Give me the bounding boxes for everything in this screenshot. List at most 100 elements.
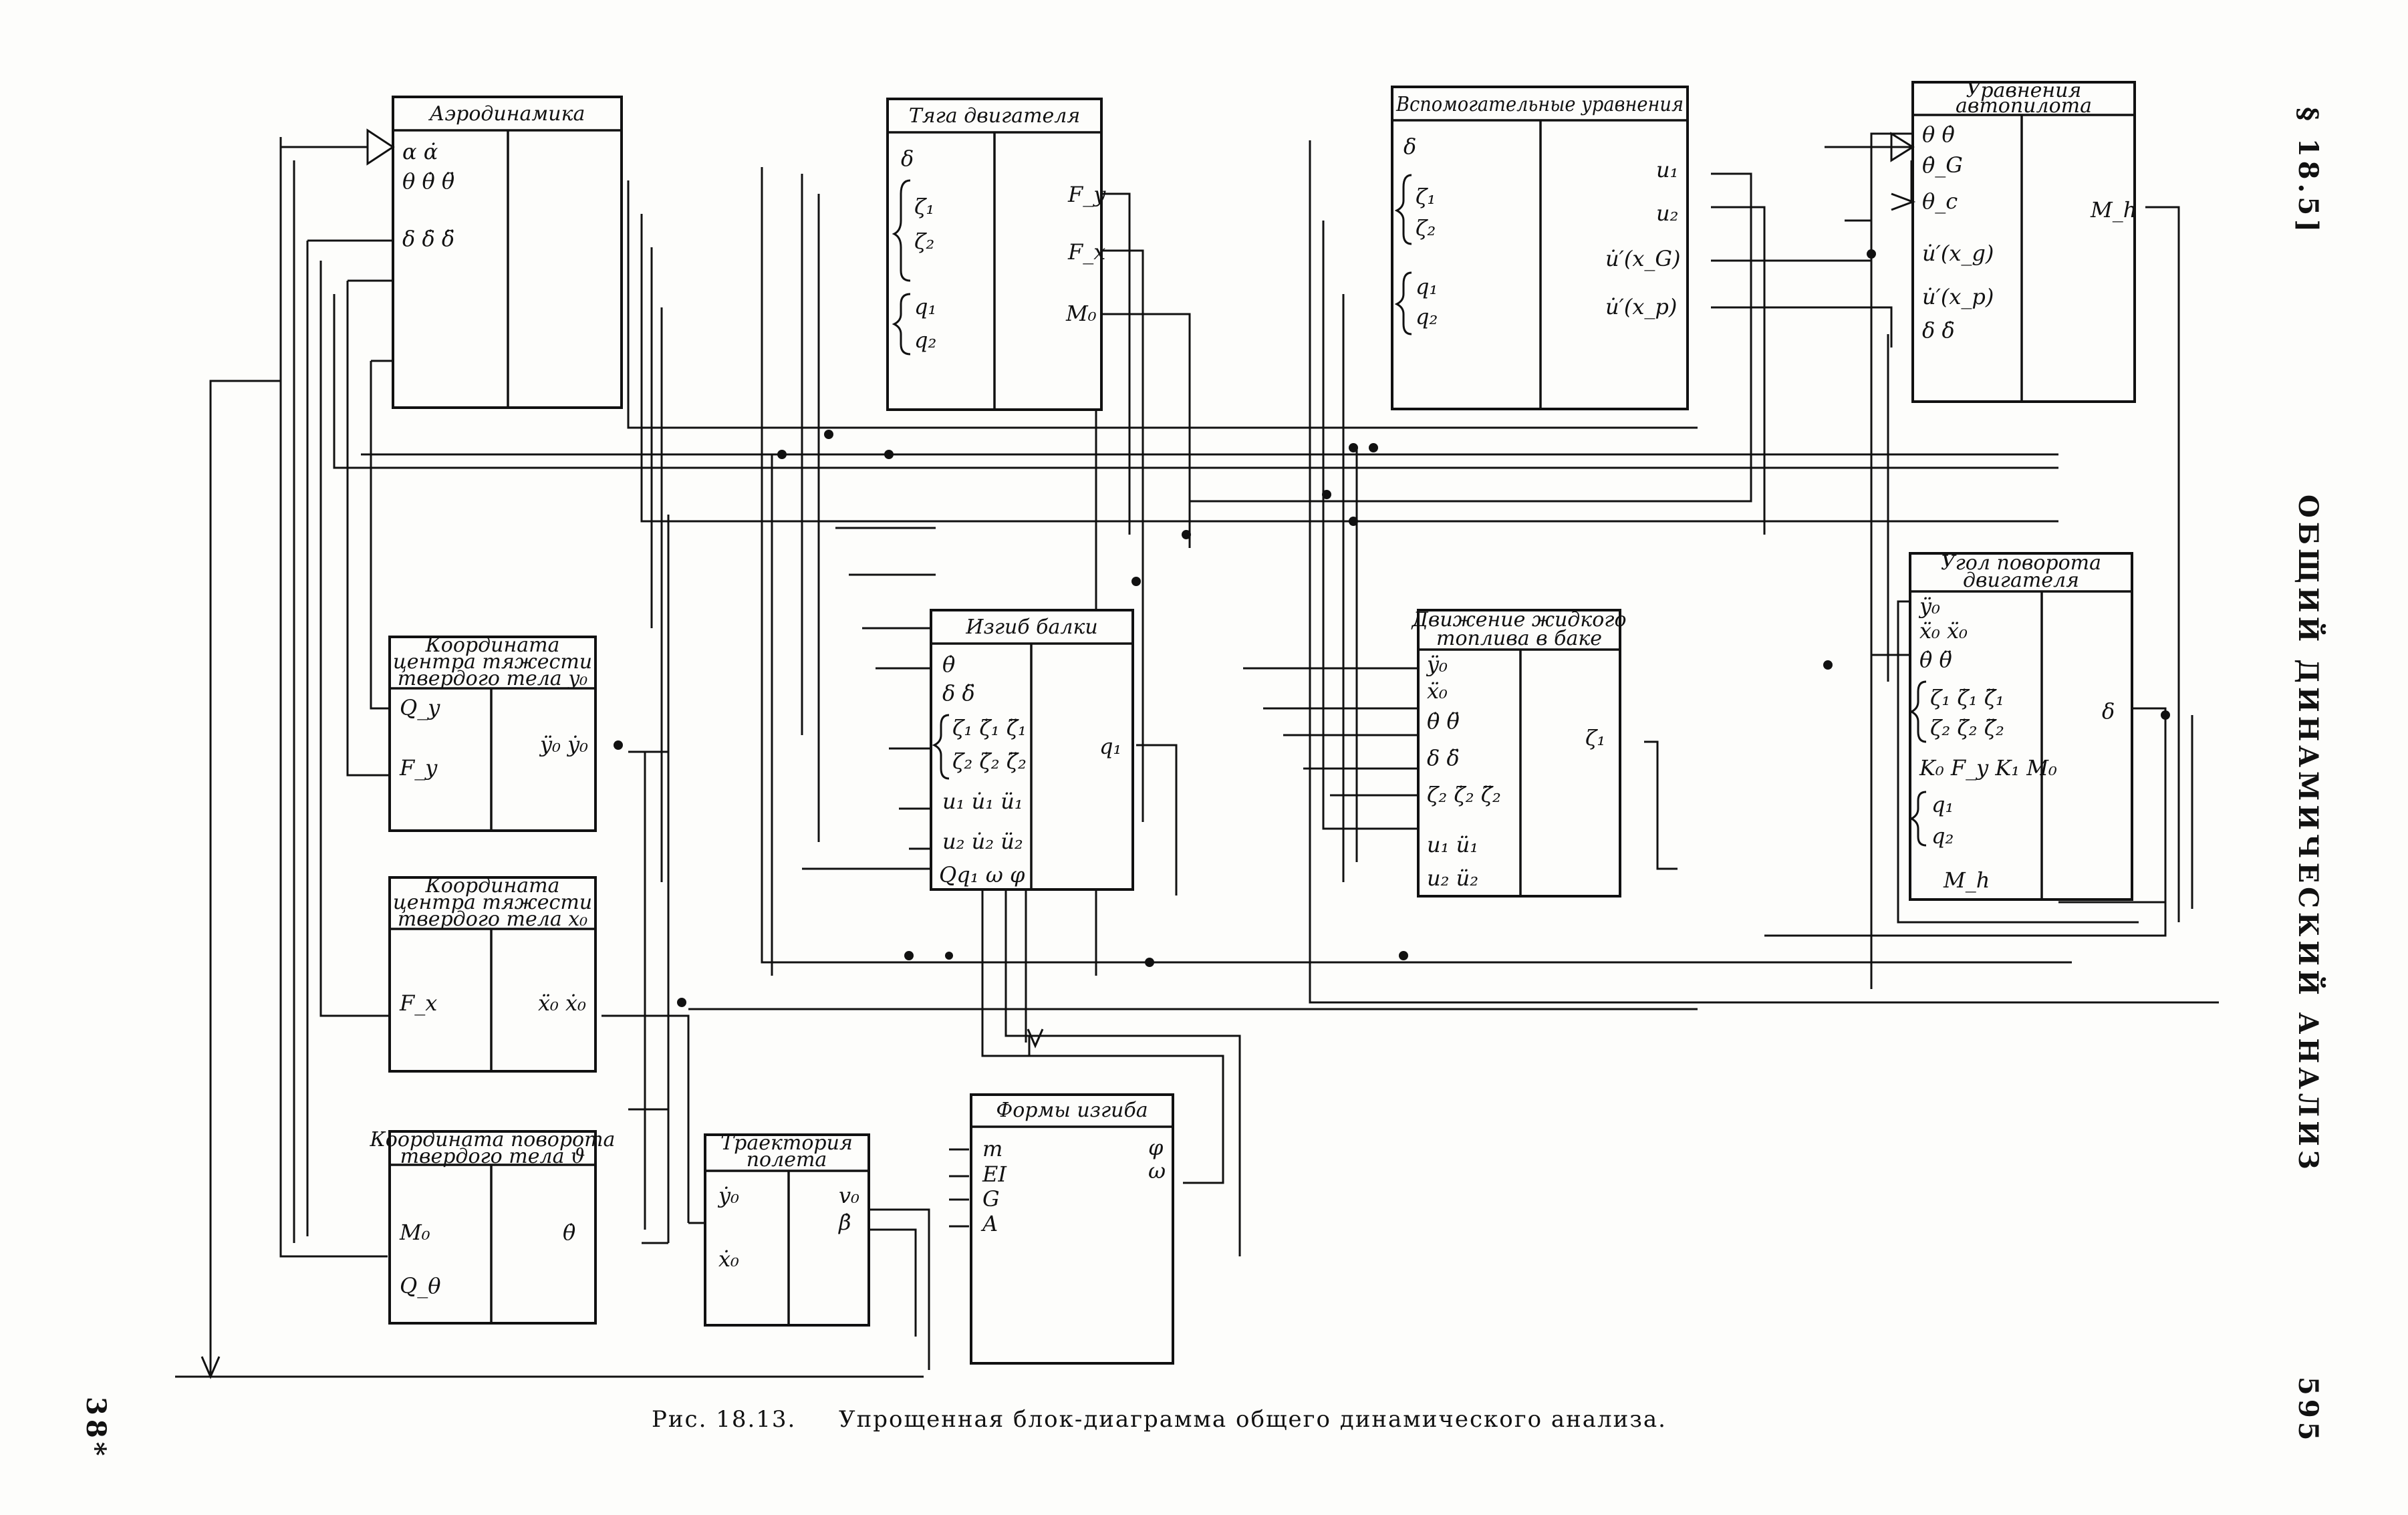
svg-text:ζ₂ ζ̇₂ ζ̈₂: ζ₂ ζ̇₂ ζ̈₂: [1930, 715, 2004, 740]
svg-text:F_x: F_x: [1067, 239, 1105, 265]
block-title: твердого тела ϑ: [400, 1145, 585, 1168]
block-title: Вспомогательные уравнения: [1395, 93, 1684, 116]
svg-text:θ θ̇: θ θ̇: [1922, 122, 1955, 147]
svg-text:ω: ω: [1148, 1158, 1166, 1184]
svg-text:q₂: q₂: [914, 327, 936, 353]
svg-text:F_y: F_y: [1067, 182, 1106, 207]
svg-text:θ̇_G: θ̇_G: [1922, 152, 1963, 178]
block-engine-thrust: Тяга двигателя δ ζ₁ ζ₂ q₁ q₂ F_y F_x M₀: [886, 98, 1106, 411]
section-number: § 18.5]: [2292, 107, 2324, 236]
svg-text:u₂ u̇₂ ü₂: u₂ u̇₂ ü₂: [942, 829, 1023, 854]
block-title: центра тяжести: [393, 650, 592, 674]
block-title: полета: [747, 1148, 827, 1172]
block-title: двигателя: [1963, 569, 2079, 592]
svg-text:ζ₂: ζ₂: [914, 229, 934, 254]
svg-text:u₁ u̇₁ ü₁: u₁ u̇₁ ü₁: [942, 789, 1023, 814]
block-trajectory: Траектория полета ẏ₀ ẋ₀ v₀ β̇: [704, 1131, 870, 1327]
svg-text:u₂ ü₂: u₂ ü₂: [1427, 865, 1478, 891]
svg-text:ẍ₀ ẍ₀: ẍ₀ ẍ₀: [1919, 618, 1968, 644]
svg-text:β̇: β̇: [838, 1210, 851, 1235]
svg-text:ÿ₀ ẏ₀: ÿ₀ ẏ₀: [539, 732, 588, 757]
block-autopilot-equations: Уравнения автопилота θ θ̇ θ̇_G θ_c u̇′(x…: [1890, 79, 2137, 403]
svg-text:F_y: F_y: [399, 755, 438, 781]
block-title: Изгиб балки: [965, 615, 1097, 639]
svg-text:q₁: q₁: [1099, 734, 1121, 759]
svg-text:q₂: q₂: [1416, 304, 1438, 329]
block-title: твердого тела y₀: [398, 667, 587, 690]
svg-text:q₁: q₁: [1931, 792, 1954, 817]
block-title: Тяга двигателя: [909, 104, 1080, 128]
svg-text:ζ₁: ζ₁: [1585, 725, 1605, 750]
svg-text:ÿ₀: ÿ₀: [1426, 652, 1448, 677]
svg-text:A: A: [980, 1211, 998, 1236]
svg-text:ζ₁ ζ̇₁ ζ̈₁: ζ₁ ζ̇₁ ζ̈₁: [1930, 685, 2004, 710]
svg-text:u₁ ü₁: u₁ ü₁: [1427, 832, 1478, 857]
block-title: Координата: [425, 874, 560, 898]
connection-lines: [175, 132, 2219, 1379]
block-cg-x: Координата центра тяжести твердого тела …: [388, 874, 597, 1073]
svg-text:δ δ̇: δ δ̇: [1922, 317, 1955, 343]
svg-text:δ δ̈: δ δ̈: [1427, 745, 1460, 771]
svg-text:θ̇ θ̈: θ̇ θ̈: [1427, 708, 1460, 734]
svg-text:ζ₂ ζ̇₂ ζ̈₂: ζ₂ ζ̇₂ ζ̈₂: [952, 748, 1027, 774]
running-title: ОБЩИЙ ДИНАМИЧЕСКИЙ АНАЛИЗ: [2292, 495, 2326, 1174]
block-title: Уравнения: [1966, 79, 2082, 102]
svg-text:M_h: M_h: [2090, 197, 2137, 223]
svg-text:u₂: u₂: [1656, 200, 1678, 226]
block-title: автопилота: [1956, 94, 2092, 118]
svg-text:F_x: F_x: [399, 990, 437, 1016]
block-title: Координата: [425, 634, 560, 657]
block-beam-bending: Изгиб балки θ̇ δ δ̈ ζ₁ ζ̇₁ ζ̈₁ ζ₂ ζ̇₂ ζ̈…: [930, 609, 1134, 891]
block-title: топлива в баке: [1436, 627, 1602, 650]
signature-mark: 38*: [80, 1397, 112, 1460]
svg-text:M₀: M₀: [399, 1220, 430, 1245]
block-mode-shapes: Формы изгиба m EI G A φ ω: [970, 1093, 1174, 1365]
svg-text:u̇′(x_p): u̇′(x_p): [1922, 284, 1994, 309]
block-engine-angle: Угол поворота двигателя ÿ₀ ẍ₀ ẍ₀ θ̇ θ̈ ζ…: [1909, 551, 2133, 901]
svg-text:θ̇: θ̇: [563, 1220, 575, 1245]
block-title: Аэродинамика: [428, 102, 585, 126]
svg-text:ζ₁: ζ₁: [1416, 184, 1436, 209]
svg-text:Q_y: Q_y: [400, 695, 440, 720]
svg-text:α α̇: α α̇: [402, 139, 438, 164]
svg-text:ẋ₀: ẋ₀: [718, 1246, 739, 1272]
page-number: 595: [2292, 1377, 2324, 1445]
svg-text:δ: δ: [1403, 134, 1416, 159]
block-title: Угол поворота: [1941, 551, 2101, 575]
figure-label: Рис. 18.13.: [652, 1406, 796, 1433]
block-title: Траектория: [720, 1131, 853, 1155]
svg-text:u̇′(x_G): u̇′(x_G): [1605, 246, 1680, 271]
svg-text:q₁: q₁: [1416, 274, 1438, 299]
svg-text:δ δ̈: δ δ̈: [942, 680, 975, 706]
svg-text:ẍ₀: ẍ₀: [1427, 678, 1448, 704]
svg-text:ÿ₀: ÿ₀: [1918, 593, 1940, 619]
svg-text:δ δ̇ δ̈: δ δ̇ δ̈: [402, 226, 454, 251]
junction-dots: [614, 249, 2170, 1007]
block-cg-y: Координата центра тяжести твердого тела …: [388, 634, 597, 832]
svg-text:δ: δ: [2102, 698, 2115, 724]
svg-text:u̇′(x_g): u̇′(x_g): [1922, 241, 1994, 266]
figure-caption: Упрощенная блок-диаграмма общего динамич…: [839, 1406, 1667, 1433]
svg-text:M₀: M₀: [1065, 301, 1097, 326]
svg-text:Q_θ: Q_θ: [400, 1273, 441, 1298]
svg-text:θ̇: θ̇: [942, 652, 955, 677]
svg-text:m: m: [982, 1136, 1002, 1161]
svg-text:ζ₂: ζ₂: [1416, 215, 1436, 241]
svg-text:ζ₁: ζ₁: [914, 194, 934, 219]
svg-text:v₀: v₀: [839, 1183, 859, 1208]
svg-text:δ: δ: [901, 146, 914, 171]
block-fuel-sloshing: Движение жидкого топлива в баке ÿ₀ ẍ₀ θ̇…: [1410, 608, 1627, 898]
svg-text:φ: φ: [1148, 1135, 1164, 1160]
svg-text:ẏ₀: ẏ₀: [717, 1183, 739, 1208]
svg-text:θ_c: θ_c: [1922, 188, 1958, 214]
svg-text:u₁: u₁: [1656, 157, 1678, 182]
block-title: Координата поворота: [370, 1128, 616, 1151]
svg-text:ẍ₀ ẋ₀: ẍ₀ ẋ₀: [538, 990, 586, 1016]
svg-text:θ θ̇ θ̈: θ θ̇ θ̈: [402, 168, 454, 194]
svg-text:M_h: M_h: [1943, 867, 1990, 893]
block-title: твердого тела x₀: [398, 908, 587, 931]
block-title: центра тяжести: [393, 891, 592, 914]
block-aerodynamics: Аэродинамика α α̇ θ θ̇ θ̈ δ δ̇ δ̈: [366, 96, 623, 409]
block-title: Движение жидкого: [1410, 608, 1626, 632]
